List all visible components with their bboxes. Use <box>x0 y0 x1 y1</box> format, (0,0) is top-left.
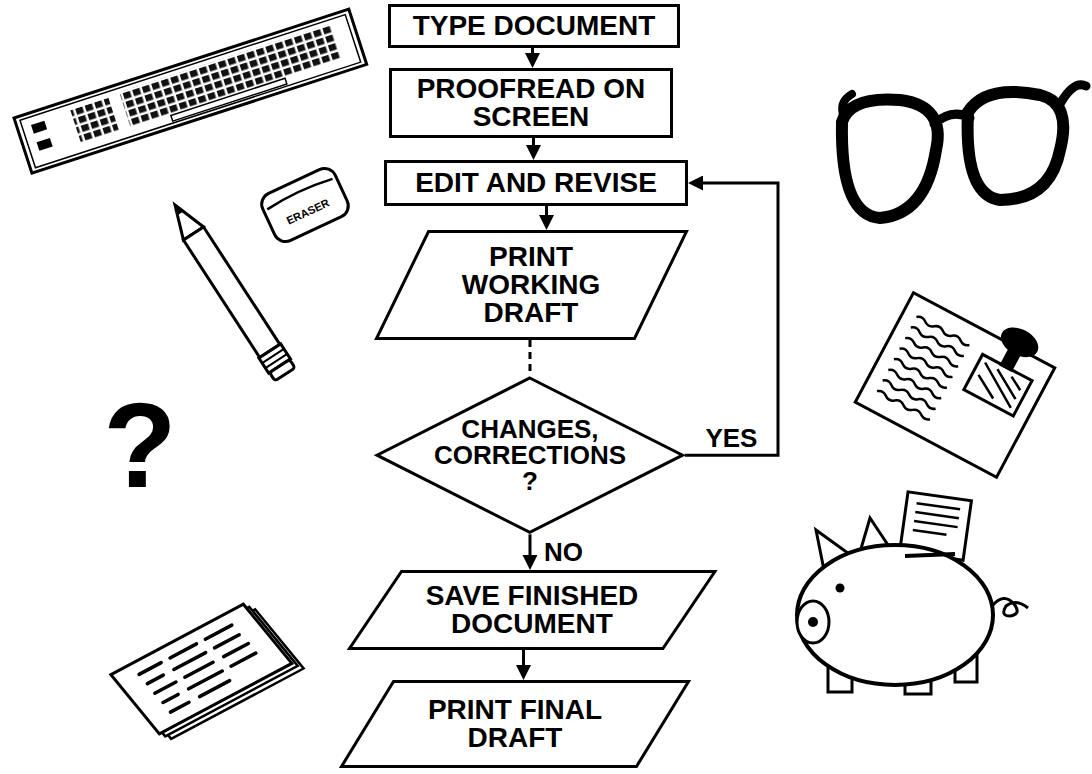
piggy-bank-drawing <box>913 503 960 536</box>
keyboard-drawing <box>70 98 119 143</box>
node-text: EDIT AND REVISE <box>415 169 657 197</box>
book-drawing <box>170 681 229 712</box>
edge-label: YES <box>703 425 759 451</box>
output-parallelogram: PRINT WORKING DRAFT <box>375 230 688 340</box>
flow-arrow <box>532 138 535 148</box>
stamped-document-drawing <box>876 315 970 421</box>
flow-arrow <box>685 183 778 455</box>
book-drawing <box>155 643 249 693</box>
book-drawing <box>111 593 304 749</box>
stamped-document-drawing <box>904 336 959 368</box>
glasses-drawing <box>968 92 1064 200</box>
flow-arrow <box>528 534 531 558</box>
stamped-document-drawing <box>876 389 931 421</box>
glasses-drawing <box>842 85 1086 218</box>
keyboard-drawing <box>31 121 47 134</box>
node-text: PRINT FINAL DRAFT <box>415 696 615 752</box>
stamped-document-drawing <box>972 362 1024 407</box>
piggy-bank-drawing <box>797 545 993 685</box>
question-mark: ? <box>103 385 176 505</box>
eraser-drawing <box>258 165 352 246</box>
stamped-document-drawing <box>899 347 954 379</box>
node-text: PRINT WORKING DRAFT <box>456 243 606 327</box>
stamped-document-drawing <box>855 293 1054 478</box>
stamped-document-drawing <box>964 354 1032 416</box>
keyboard-drawing <box>37 138 53 151</box>
edge-label: NO <box>542 539 585 565</box>
node-text: PROOFREAD ON SCREEN <box>416 75 646 131</box>
piggy-bank-drawing <box>836 584 845 593</box>
book-drawing <box>147 635 239 684</box>
output-parallelogram: PRINT FINAL DRAFT <box>340 680 690 768</box>
decision-diamond: CHANGES, CORRECTIONS ? <box>375 376 685 534</box>
flow-arrow <box>522 650 525 668</box>
parallelogram-outline <box>349 572 714 649</box>
stamped-document-drawing <box>893 358 948 390</box>
piggy-bank-drawing <box>992 598 1028 616</box>
flow-arrow <box>531 48 534 56</box>
process-box: TYPE DOCUMENT <box>388 4 680 48</box>
piggy-bank-drawing <box>905 554 955 556</box>
stamped-document-drawing <box>882 379 937 411</box>
stamped-document-drawing <box>916 315 971 347</box>
pencil-drawing <box>183 227 279 357</box>
diamond-outline <box>377 378 683 532</box>
keyboard-drawing <box>171 78 287 121</box>
node-text: TYPE DOCUMENT <box>413 12 656 40</box>
book-drawing <box>139 621 261 716</box>
eraser-drawing <box>258 165 352 246</box>
node-text: CHANGES, CORRECTIONS ? <box>434 416 626 494</box>
stamped-document-drawing <box>996 321 1044 363</box>
parallelogram-outline <box>342 682 689 767</box>
keyboard-drawing <box>14 9 367 173</box>
keyboard-drawing <box>20 15 361 168</box>
book-drawing <box>163 653 256 702</box>
parallelogram-outline <box>376 232 686 339</box>
stamped-document-drawing <box>887 368 942 400</box>
piggy-bank-drawing <box>797 492 1028 694</box>
book-drawing <box>111 597 292 741</box>
glasses-drawing <box>1060 85 1086 104</box>
keyboard-drawing <box>119 24 341 127</box>
pencil-drawing <box>172 203 183 215</box>
node-text: SAVE FINISHED DOCUMENT <box>402 582 662 638</box>
glasses-drawing <box>842 99 938 218</box>
keyboard-drawing <box>14 9 367 173</box>
process-box: EDIT AND REVISE <box>384 160 688 206</box>
piggy-bank-drawing <box>797 601 829 643</box>
process-box: PROOFREAD ON SCREEN <box>389 68 673 138</box>
piggy-bank-drawing <box>808 617 818 627</box>
output-parallelogram: SAVE FINISHED DOCUMENT <box>348 570 716 650</box>
glasses-drawing <box>842 94 852 118</box>
stamped-document-drawing <box>910 326 965 358</box>
flow-arrow <box>545 206 548 218</box>
pencil-drawing <box>270 359 296 380</box>
flow-arrow <box>528 340 531 376</box>
stamped-document-drawing <box>855 276 1063 477</box>
book-drawing <box>139 625 232 674</box>
